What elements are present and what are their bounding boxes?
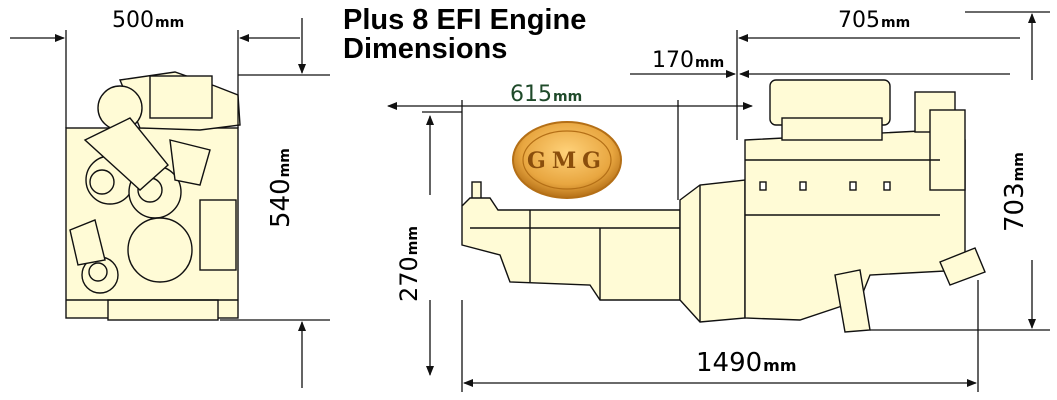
dim-170-unit: mm: [695, 55, 725, 71]
side-view-engine: [744, 79, 986, 333]
dim-540-value: 540: [266, 178, 296, 228]
dim-615-unit: mm: [553, 89, 583, 105]
dim-703-unit: mm: [1011, 152, 1027, 182]
dim-label-170: 170mm: [652, 50, 724, 72]
dim-500-value: 500: [112, 8, 154, 33]
gmg-logo: GMG: [512, 121, 622, 199]
dim-label-1490: 1490mm: [696, 350, 797, 376]
page-title-line2: Dimensions: [343, 33, 508, 65]
side-view-gearbox: [461, 179, 746, 323]
dim-705-unit: mm: [881, 15, 911, 31]
dim-1490-unit: mm: [763, 356, 797, 375]
dim-label-540: 540mm: [266, 148, 296, 228]
dim-label-615: 615mm: [510, 84, 582, 106]
logo-text: GMG: [527, 148, 607, 174]
dim-label-703: 703mm: [1000, 152, 1030, 232]
dim-270-unit: mm: [405, 226, 421, 256]
dim-500-unit: mm: [155, 15, 185, 31]
dim-540-unit: mm: [277, 148, 293, 178]
dim-label-270: 270mm: [395, 226, 423, 302]
page-title-line1: Plus 8 EFI Engine: [343, 4, 587, 36]
dim-705-value: 705: [838, 8, 880, 33]
front-view-engine: [65, 71, 241, 321]
dim-label-705: 705mm: [838, 10, 910, 32]
dim-label-500: 500mm: [112, 10, 184, 32]
dim-703-value: 703: [1000, 182, 1030, 232]
dim-170-value: 170: [652, 48, 694, 73]
dim-1490-value: 1490: [696, 348, 763, 378]
dim-270-value: 270: [395, 256, 423, 302]
dim-615-value: 615: [510, 82, 552, 107]
